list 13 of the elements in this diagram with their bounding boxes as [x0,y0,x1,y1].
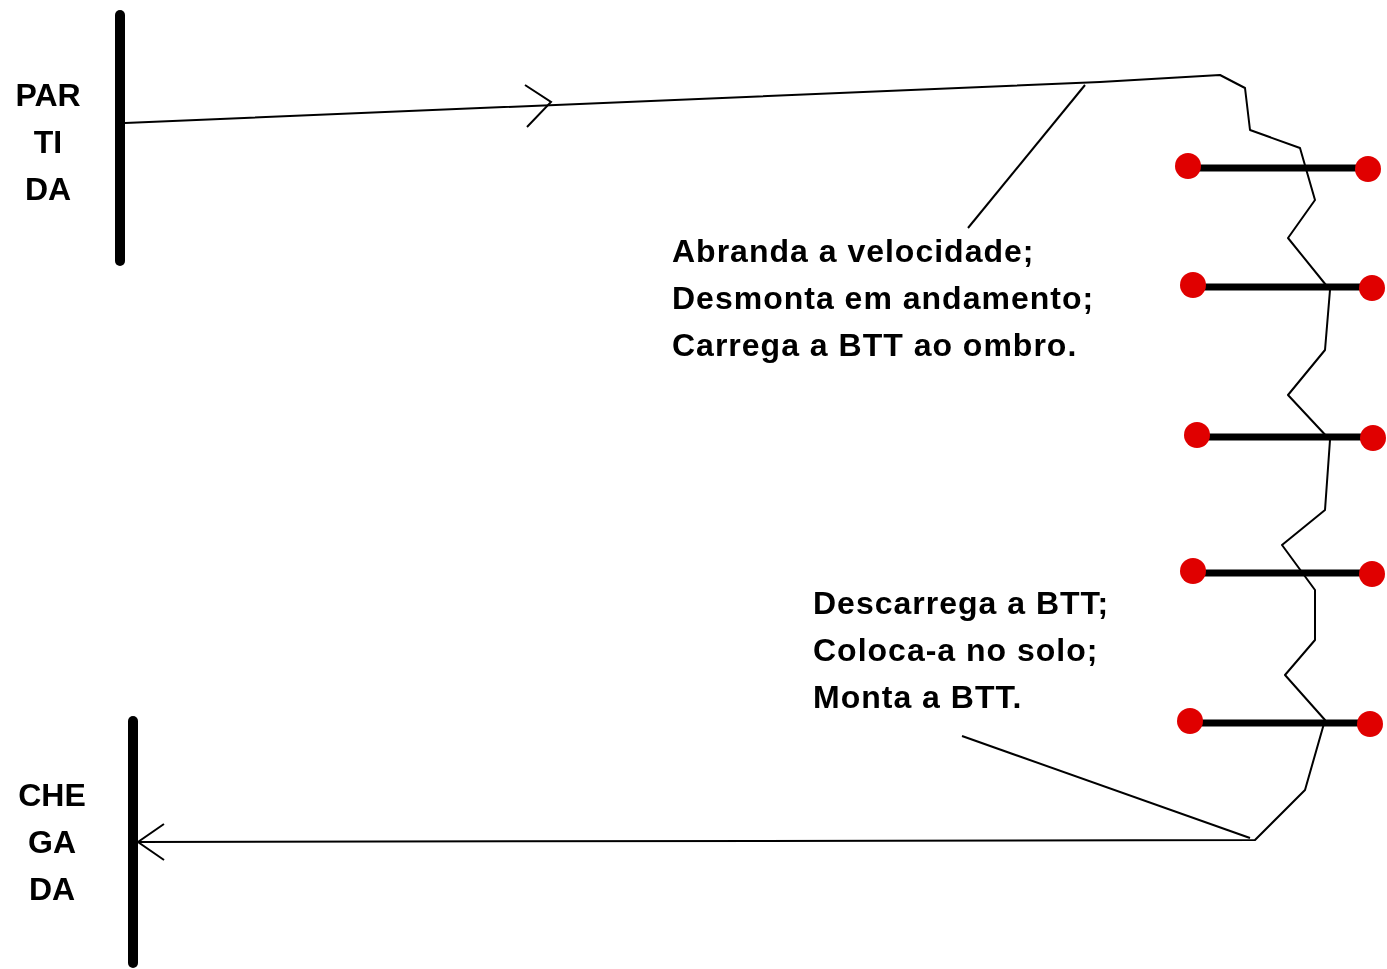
instruction-text: Carrega a BTT ao ombro. [672,326,1079,365]
instruction-text: Monta a BTT. [813,678,1024,717]
route-line [124,74,1331,861]
instruction-text: Coloca-a no solo; [813,631,1100,670]
stage-label: CHE GA DA [17,776,87,909]
instruction-text: Abranda a velocidade; [672,232,1036,271]
leader-line [961,735,1251,839]
instruction-text: Desmonta em andamento; [672,279,1096,318]
instruction-text: Descarrega a BTT; [813,584,1111,623]
stage-label: PAR TI DA [14,76,82,209]
finish-line-bar [115,10,125,266]
finish-line-bar [128,716,138,968]
leader-line [967,84,1086,229]
